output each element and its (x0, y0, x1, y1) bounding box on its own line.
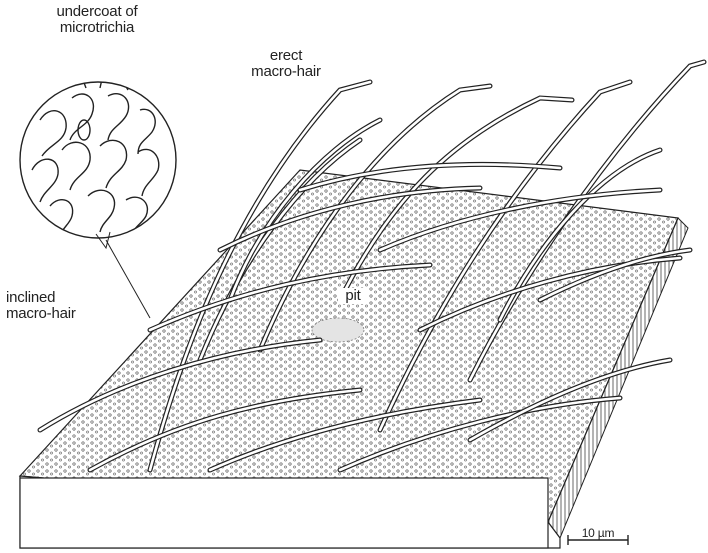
inset-pointer (106, 240, 150, 318)
label-undercoat-line1: undercoat of (22, 4, 172, 20)
label-erect-macro-hair: erect macro-hair (226, 48, 346, 80)
microtrichia-inset (20, 70, 176, 238)
label-scale: 10 µm (578, 525, 618, 541)
label-erect-line1: erect (226, 48, 346, 64)
label-undercoat-line2: microtrichia (22, 20, 172, 36)
label-pit: pit (338, 288, 368, 304)
label-undercoat-microtrichia: undercoat of microtrichia (22, 4, 172, 36)
label-inclined-macro-hair: inclined macro-hair (6, 290, 106, 322)
label-inclined-line2: macro-hair (6, 306, 106, 322)
block-front-face (20, 478, 548, 548)
label-erect-line2: macro-hair (226, 64, 346, 80)
label-inclined-line1: inclined (6, 290, 106, 306)
